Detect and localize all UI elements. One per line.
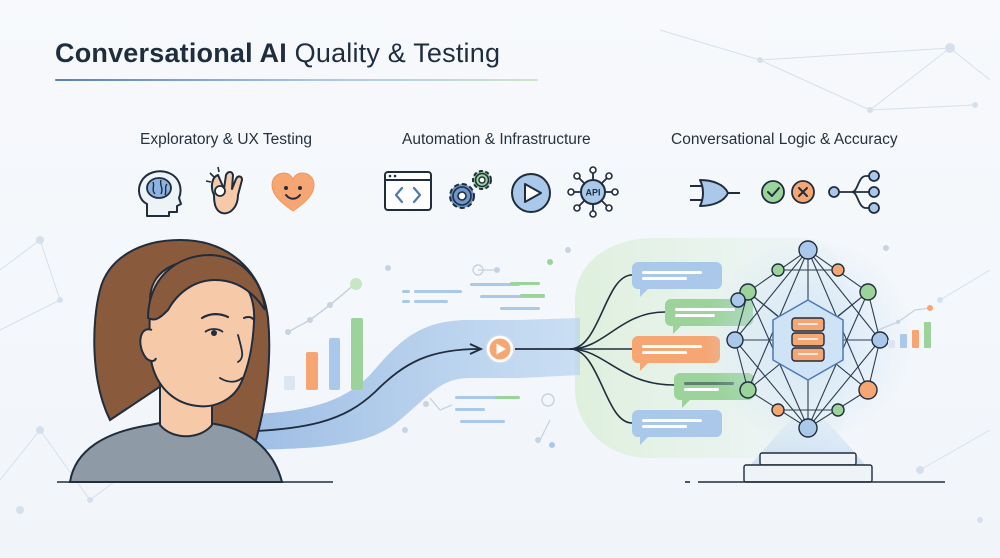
database-icon [791,317,825,362]
chat-bubble [632,262,722,297]
brain-head-icon [138,170,182,217]
bar-chart-decor-left [284,278,363,390]
person-illustration [68,238,284,483]
category-label-logic: Conversational Logic & Accuracy [671,131,898,148]
api-label: API [585,188,600,198]
bar-chart-decor-right [877,305,933,348]
logic-gate-icon [690,179,740,207]
code-window-icon [384,171,432,211]
category-label-exploratory: Exploratory & UX Testing [140,131,313,148]
gears-icon [449,170,492,209]
check-circle-icon [761,180,785,204]
flow-line [214,348,481,433]
api-hub-icon: API [567,166,619,218]
ok-hand-icon [205,166,243,215]
play-button-icon [511,173,551,213]
title-bold: Conversational AI [55,38,287,68]
flow-branches [569,274,675,424]
chat-bubble [632,336,720,371]
branching-tree-icon [828,170,880,214]
neural-network [703,235,913,483]
data-decor [385,245,889,448]
x-circle-icon [791,180,815,204]
chat-bubble [632,410,722,445]
title-regular: Quality & Testing [286,38,501,68]
smiling-heart-icon [271,172,315,212]
background-network [0,29,991,501]
title-underline [55,79,538,81]
flow-arrowhead [469,343,484,355]
page-title: Conversational AI Quality & Testing [55,38,500,69]
category-label-automation: Automation & Infrastructure [402,131,591,148]
background-nodes [16,43,983,523]
flow-play-icon [485,334,515,364]
